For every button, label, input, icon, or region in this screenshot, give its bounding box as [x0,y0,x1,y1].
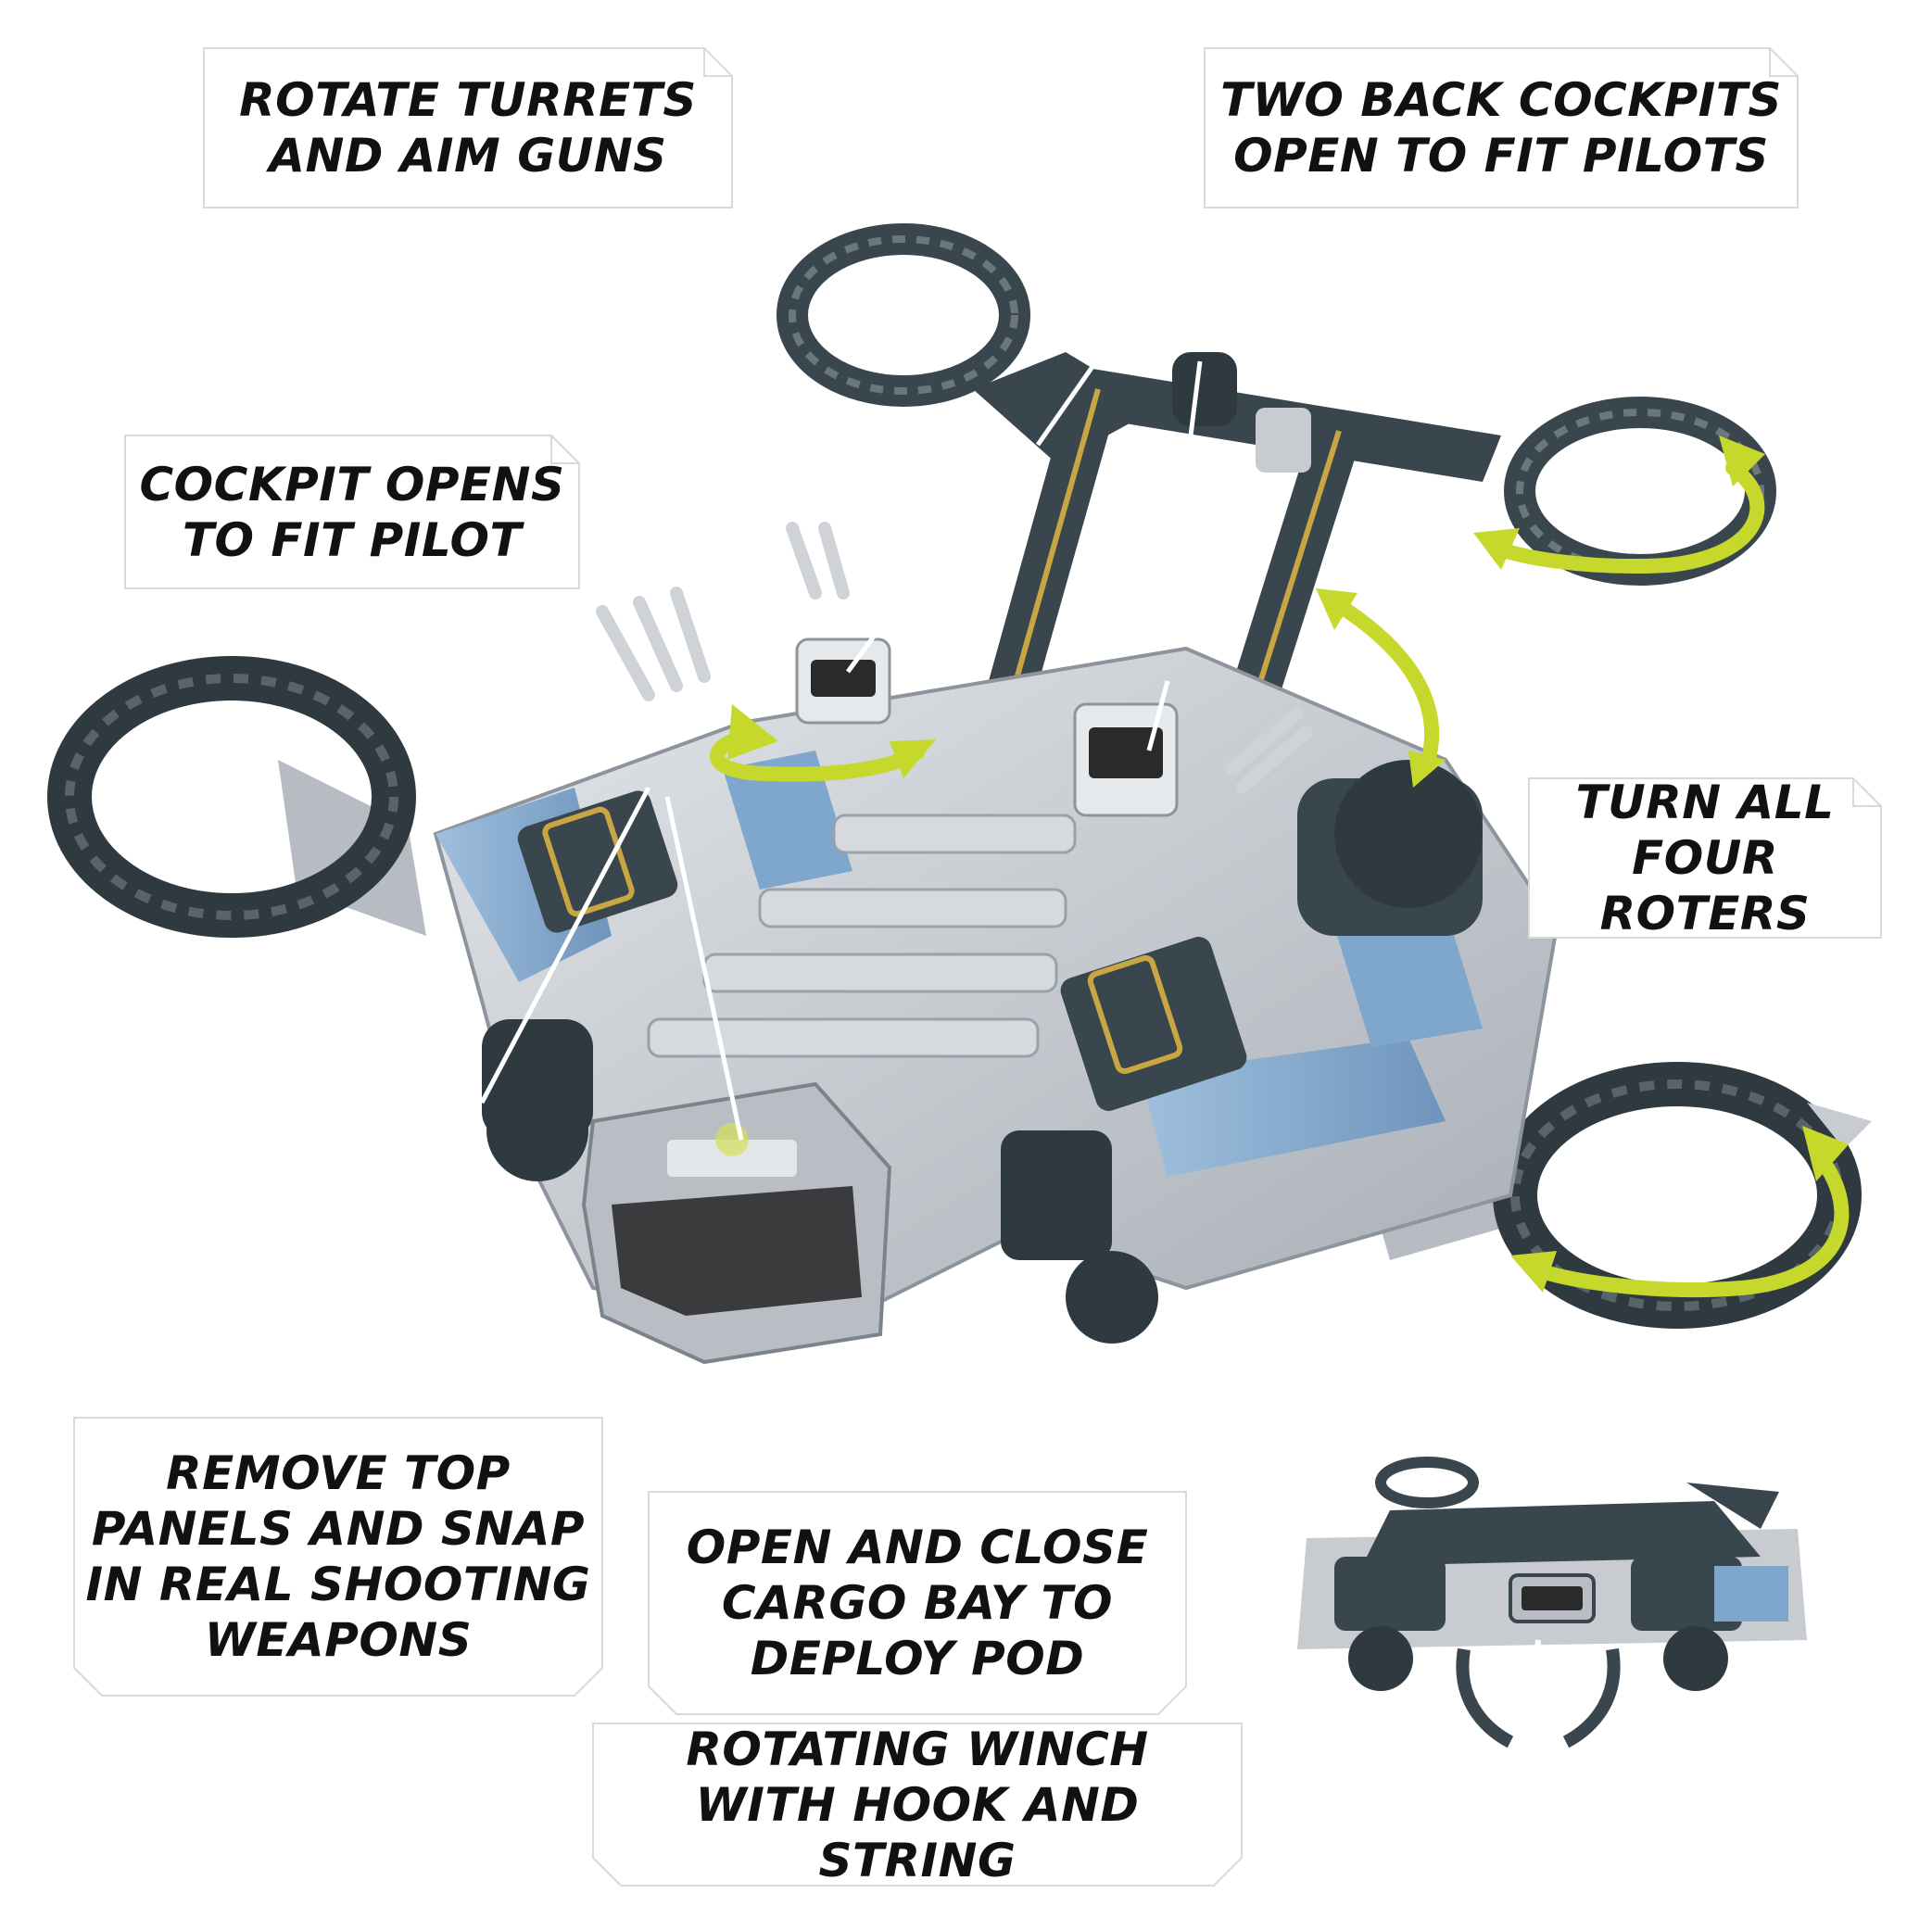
rotation-arrows [709,461,1850,1297]
main-hull [433,522,1559,1365]
callout-text: TWO BACK COCKPITS OPEN TO FIT PILOTS [1220,73,1782,183]
callout-text: REMOVE TOP PANELS AND SNAP IN REAL SHOOT… [85,1446,591,1667]
turret-guns [596,522,1313,794]
callout-text: TURN ALL FOUR ROTERS [1575,776,1835,940]
spaceship-inset-image [1297,1457,1807,1761]
rear-cockpit-right [1073,702,1179,817]
pointer-lines [479,350,1710,1141]
callout-text: ROTATE TURRETS AND AIM GUNS [239,73,697,183]
callout-turn-rotors: TURN ALL FOUR ROTERS [1528,776,1882,940]
rear-cockpit-left [795,637,891,725]
arrow-heads [727,435,1849,1293]
callout-remove-panels: REMOVE TOP PANELS AND SNAP IN REAL SHOOT… [73,1417,603,1697]
cargo-bay-nose [581,1081,892,1365]
callout-rotate-turrets: ROTATE TURRETS AND AIM GUNS [203,47,733,208]
callout-winch: ROTATING WINCH WITH HOOK AND STRING [592,1722,1243,1887]
rear-boom-arms [973,352,1501,727]
callout-back-cockpits: TWO BACK COCKPITS OPEN TO FIT PILOTS [1204,47,1799,208]
callout-text: OPEN AND CLOSE CARGO BAY TO DEPLOY POD [686,1521,1149,1685]
callout-text: ROTATING WINCH WITH HOOK AND STRING [686,1722,1149,1887]
rotor-front-left [47,656,426,938]
callout-text: COCKPIT OPENS TO FIT PILOT [139,457,565,567]
callout-cargo-bay: OPEN AND CLOSE CARGO BAY TO DEPLOY POD [648,1491,1187,1715]
rotor-rear-left [777,223,1030,407]
callout-cockpit-opens: COCKPIT OPENS TO FIT PILOT [124,435,580,589]
